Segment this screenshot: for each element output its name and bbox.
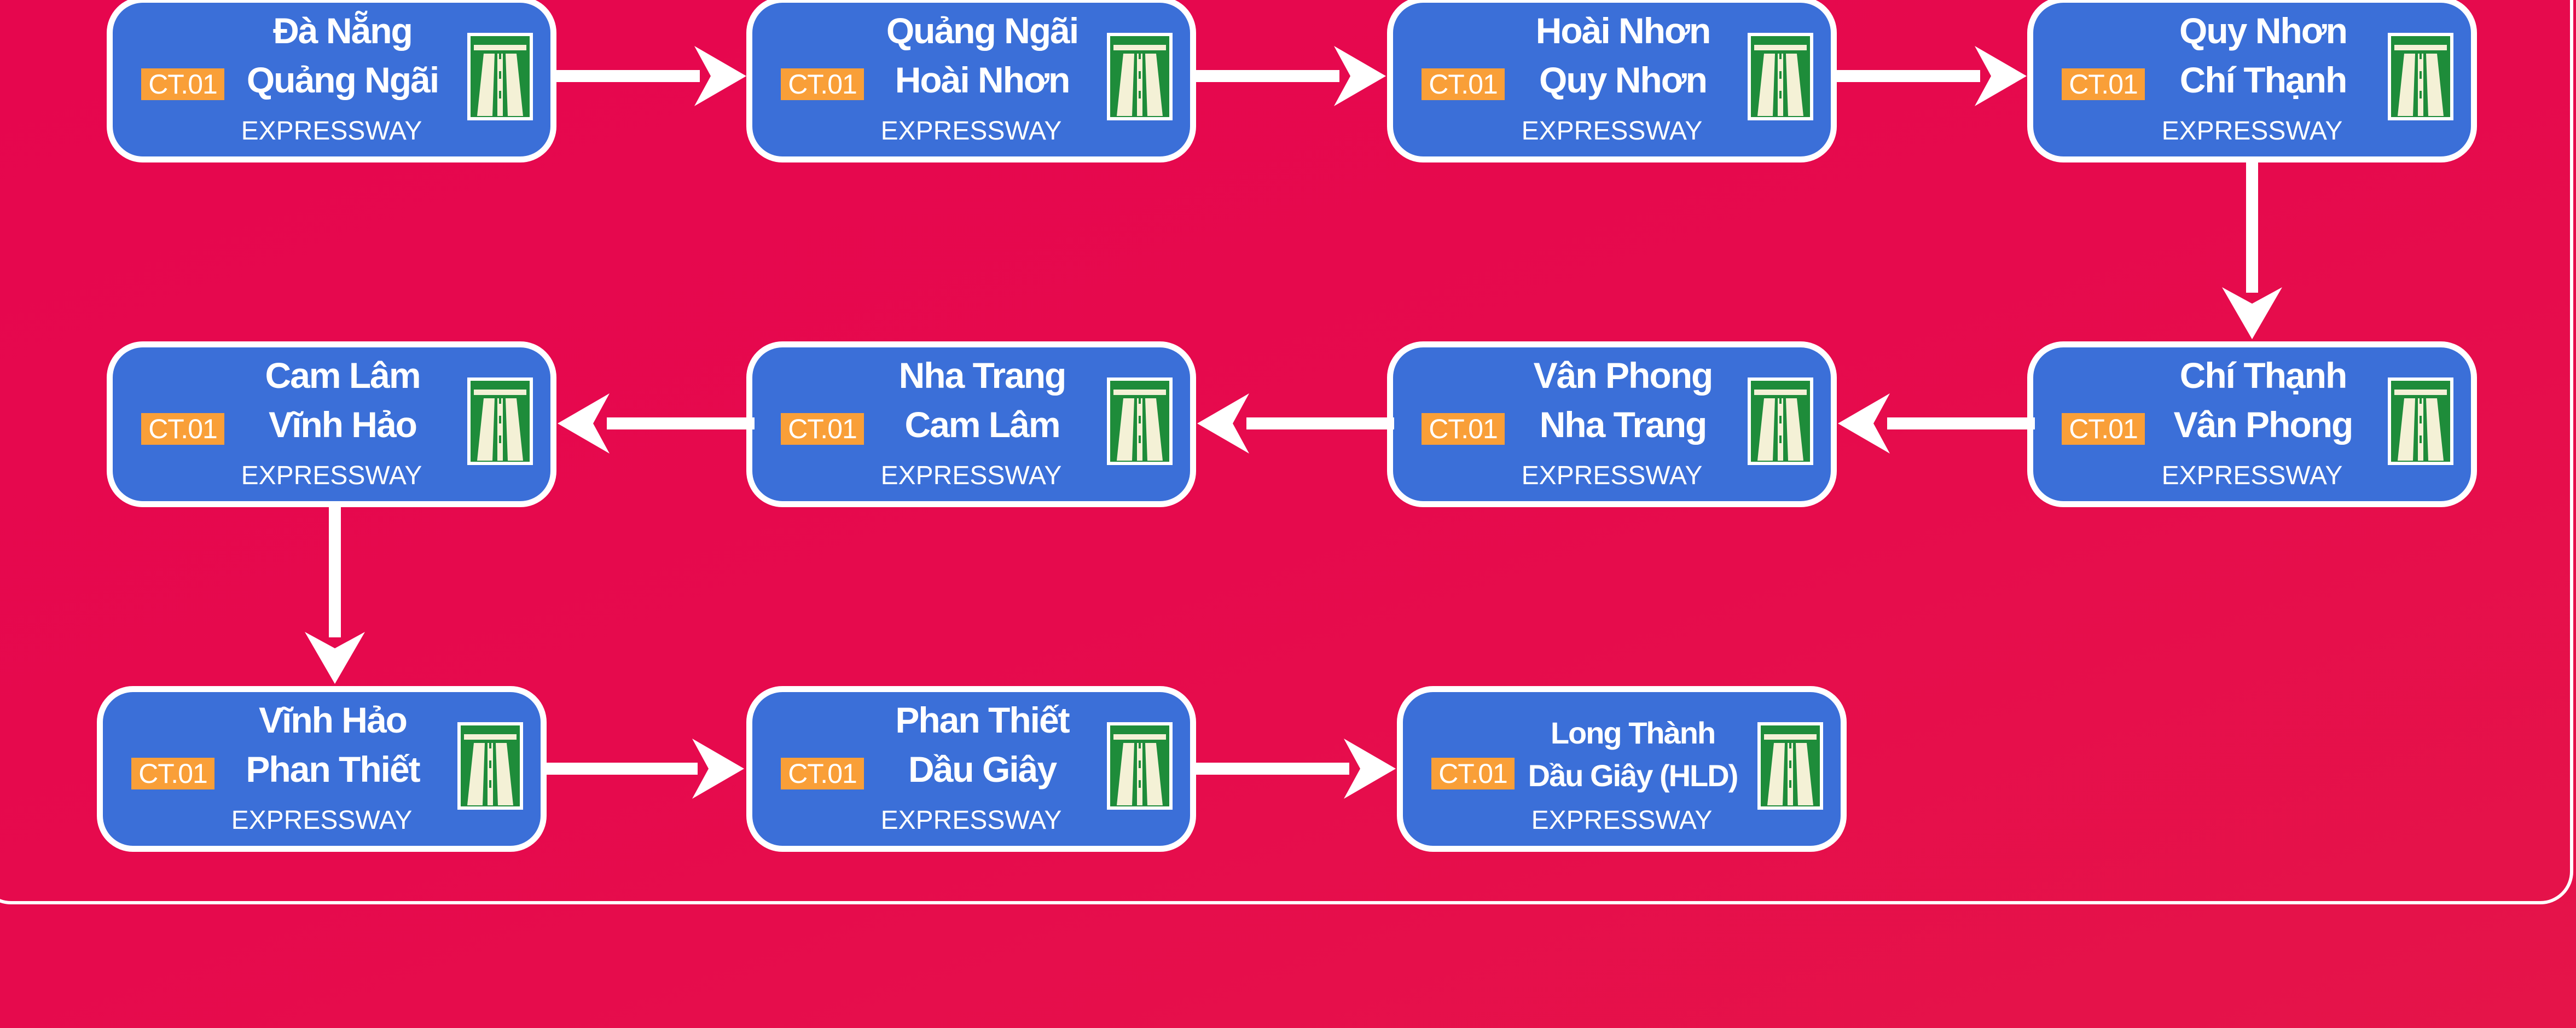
segment-start: Đà Nẵng: [273, 10, 413, 51]
segment-start: Hoài Nhơn: [1535, 10, 1711, 51]
arrow-right: [1194, 739, 1396, 799]
route-shield: CT.01: [1422, 413, 1505, 445]
segment-sign: CT.01 Nha Trang Cam Lâm EXPRESSWAY: [746, 341, 1196, 507]
road-type-label: EXPRESSWAY: [880, 806, 1062, 835]
expressway-icon: [1748, 377, 1813, 465]
road-type-label: EXPRESSWAY: [1521, 461, 1703, 490]
segment-sign: CT.01 Vân Phong Nha Trang EXPRESSWAY: [1387, 341, 1837, 507]
segment-end: Nha Trang: [1539, 404, 1708, 445]
expressway-icon: [467, 377, 533, 465]
segment-sign: CT.01 Quảng Ngãi Hoài Nhơn EXPRESSWAY: [746, 0, 1196, 162]
segment-sign: CT.01 Quy Nhơn Chí Thạnh EXPRESSWAY: [2027, 0, 2477, 162]
route-shield: CT.01: [131, 758, 214, 789]
segment-end: Vân Phong: [2173, 404, 2354, 445]
segment-end: Dầu Giây (HLD): [1528, 758, 1739, 793]
segment-sign: CT.01 Chí Thạnh Vân Phong EXPRESSWAY: [2027, 341, 2477, 507]
arrow-right: [555, 46, 746, 106]
route-shield: CT.01: [781, 758, 864, 789]
segment-sign: CT.01 Cam Lâm Vĩnh Hảo EXPRESSWAY: [107, 341, 556, 507]
segment-sign: CT.01 Hoài Nhơn Quy Nhơn EXPRESSWAY: [1387, 0, 1837, 162]
arrow-right: [1835, 46, 2027, 106]
segment-name: Vĩnh Hảo Phan Thiết: [212, 695, 453, 794]
segment-end: Vĩnh Hảo: [268, 404, 417, 445]
expressway-icon: [457, 722, 523, 810]
segment-name: Chí Thạnh Vân Phong: [2143, 351, 2383, 449]
segment-sign: CT.01 Vĩnh Hảo Phan Thiết EXPRESSWAY: [97, 686, 547, 852]
route-shield: CT.01: [2062, 68, 2145, 100]
route-shield: CT.01: [2062, 413, 2145, 445]
road-type-label: EXPRESSWAY: [2161, 117, 2343, 146]
segment-name: Nha Trang Cam Lâm: [862, 351, 1103, 449]
diagram-frame: [0, 0, 2573, 904]
segment-start: Vân Phong: [1533, 355, 1714, 396]
road-type-label: EXPRESSWAY: [2161, 461, 2343, 490]
segment-name: Quảng Ngãi Hoài Nhơn: [862, 6, 1103, 104]
expressway-icon: [1107, 33, 1173, 120]
segment-name: Đà Nẵng Quảng Ngãi: [222, 6, 463, 104]
segment-sign: CT.01 Long Thành Dầu Giây (HLD) EXPRESSW…: [1397, 686, 1847, 852]
segment-name: Cam Lâm Vĩnh Hảo: [222, 351, 463, 449]
segment-start: Quy Nhơn: [2179, 10, 2348, 51]
arrow-down: [305, 503, 365, 684]
route-shield: CT.01: [141, 413, 224, 445]
route-shield: CT.01: [781, 68, 864, 100]
expressway-icon: [1107, 722, 1173, 810]
road-type-label: EXPRESSWAY: [241, 461, 422, 490]
route-shield: CT.01: [1422, 68, 1505, 100]
expressway-icon: [1748, 33, 1813, 120]
segment-start: Cam Lâm: [265, 355, 421, 396]
expressway-icon: [2388, 377, 2453, 465]
segment-name: Vân Phong Nha Trang: [1502, 351, 1743, 449]
arrow-right: [545, 739, 744, 799]
segment-name: Phan Thiết Dầu Giây: [862, 695, 1103, 794]
road-type-label: EXPRESSWAY: [1531, 806, 1713, 835]
segment-start: Phan Thiết: [895, 700, 1070, 740]
segment-end: Dầu Giây: [908, 749, 1057, 789]
segment-name: Hoài Nhơn Quy Nhơn: [1502, 6, 1743, 104]
arrow-left: [1838, 393, 2035, 454]
expressway-icon: [1107, 377, 1173, 465]
expressway-icon: [2388, 33, 2453, 120]
road-type-label: EXPRESSWAY: [1521, 117, 1703, 146]
segment-end: Chí Thạnh: [2179, 60, 2348, 100]
segment-end: Quảng Ngãi: [246, 60, 439, 100]
segment-end: Cam Lâm: [904, 404, 1060, 445]
segment-end: Hoài Nhơn: [895, 60, 1071, 100]
route-shield: CT.01: [781, 413, 864, 445]
road-type-label: EXPRESSWAY: [880, 117, 1062, 146]
segment-start: Long Thành: [1550, 716, 1716, 750]
arrow-down: [2222, 159, 2282, 339]
segment-start: Quảng Ngãi: [886, 10, 1079, 51]
segment-start: Nha Trang: [898, 355, 1067, 396]
arrow-right: [1194, 46, 1386, 106]
expressway-icon: [467, 33, 533, 120]
segment-start: Chí Thạnh: [2179, 355, 2348, 396]
road-type-label: EXPRESSWAY: [231, 806, 413, 835]
segment-end: Phan Thiết: [246, 749, 420, 789]
route-shield: CT.01: [1431, 758, 1515, 789]
segment-sign: CT.01 Đà Nẵng Quảng Ngãi EXPRESSWAY: [107, 0, 556, 162]
segment-sign: CT.01 Phan Thiết Dầu Giây EXPRESSWAY: [746, 686, 1196, 852]
segment-name: Long Thành Dầu Giây (HLD): [1512, 712, 1753, 797]
expressway-icon: [1757, 722, 1823, 810]
route-shield: CT.01: [141, 68, 224, 100]
segment-end: Quy Nhơn: [1539, 60, 1708, 100]
road-type-label: EXPRESSWAY: [880, 461, 1062, 490]
road-type-label: EXPRESSWAY: [241, 117, 422, 146]
arrow-left: [1197, 393, 1394, 454]
segment-name: Quy Nhơn Chí Thạnh: [2143, 6, 2383, 104]
arrow-left: [558, 393, 755, 454]
segment-start: Vĩnh Hảo: [258, 700, 408, 740]
